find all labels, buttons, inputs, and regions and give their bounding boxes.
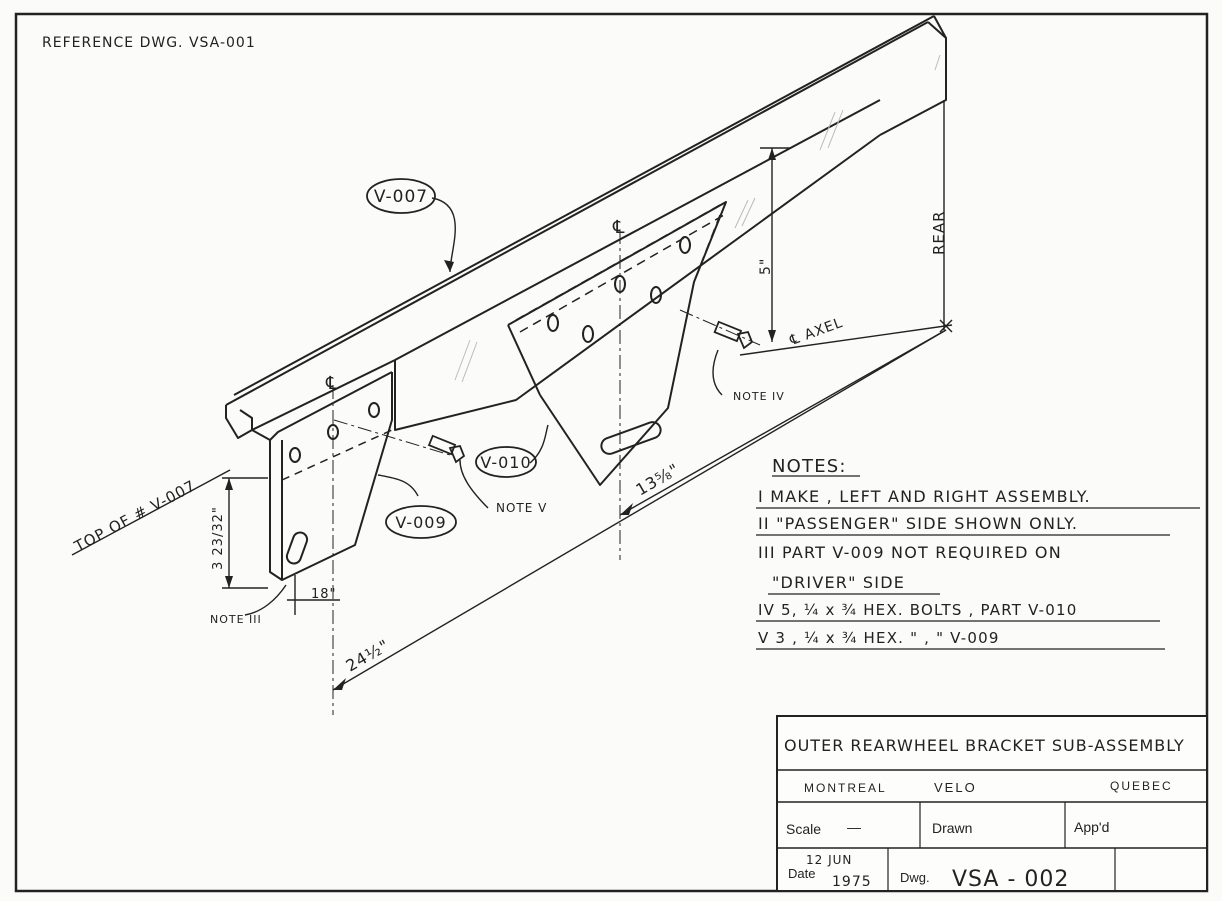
scale-label: Scale xyxy=(786,821,821,837)
leader-lines xyxy=(244,197,723,616)
note-item-1: I MAKE , LEFT AND RIGHT ASSEMBLY. xyxy=(758,487,1091,506)
label-note-iv: NOTE IV xyxy=(733,390,785,403)
notes-block: NOTES: I MAKE , LEFT AND RIGHT ASSEMBLY.… xyxy=(756,456,1200,650)
hidden-lines-v009 xyxy=(281,429,393,481)
drawn-label: Drawn xyxy=(932,820,972,836)
note-item-4: "DRIVER" SIDE xyxy=(772,573,905,592)
bracket-v010 xyxy=(507,201,727,486)
centerline-mark-2: ℄ xyxy=(612,217,626,238)
note-item-6: V 3 , ¼ x ¾ HEX. " , " V-009 xyxy=(758,629,1000,647)
dim-3-23-32: 3 23/32" xyxy=(211,506,226,570)
label-v009: V-009 xyxy=(395,513,446,532)
note-item-3: III PART V-009 NOT REQUIRED ON xyxy=(758,543,1062,562)
channel-v007 xyxy=(225,15,947,441)
bolt-note-iv xyxy=(713,320,754,350)
dimension-lines xyxy=(71,100,953,691)
sheet-border xyxy=(14,12,1209,893)
title-text: OUTER REARWHEEL BRACKET SUB-ASSEMBLY xyxy=(784,736,1185,755)
reference-text: REFERENCE DWG. VSA-001 xyxy=(42,35,256,51)
hidden-lines-v010 xyxy=(515,204,725,333)
bolt-note-v xyxy=(427,434,466,464)
center-lines xyxy=(332,230,761,715)
date-year: 1975 xyxy=(832,874,872,890)
notes-heading: NOTES: xyxy=(772,456,847,477)
title-company: VELO xyxy=(934,780,977,795)
scale-value: — xyxy=(847,819,861,835)
bubble-v009 xyxy=(385,505,457,539)
label-note-iii: NOTE III xyxy=(210,613,262,626)
dimension-arrows xyxy=(225,148,776,690)
bracket-v009 xyxy=(269,371,393,581)
date-day: 12 JUN xyxy=(806,853,852,867)
label-rear: REAR xyxy=(930,210,948,255)
centerline-mark-1: ℄ xyxy=(325,373,339,394)
title-city: MONTREAL xyxy=(804,781,887,795)
note-item-2: II "PASSENGER" SIDE SHOWN ONLY. xyxy=(758,514,1078,533)
appd-label: App'd xyxy=(1074,819,1109,835)
note-item-5: IV 5, ¼ x ¾ HEX. BOLTS , PART V-010 xyxy=(758,601,1078,619)
label-top-of-v007: TOP OF # V-007 xyxy=(71,476,199,556)
dwg-label: Dwg. xyxy=(900,870,930,885)
dim-18: 18" xyxy=(311,587,337,602)
dim-5: 5" xyxy=(758,258,774,275)
shading xyxy=(454,54,941,383)
date-label: Date xyxy=(788,866,815,881)
bubble-v007 xyxy=(366,178,436,214)
bubble-v010 xyxy=(475,446,537,478)
title-province: QUEBEC xyxy=(1110,779,1173,793)
label-note-v: NOTE V xyxy=(496,501,547,515)
title-block: OUTER REARWHEEL BRACKET SUB-ASSEMBLY MON… xyxy=(776,715,1208,892)
label-v010: V-010 xyxy=(480,453,531,472)
label-v007: V-007 xyxy=(374,187,428,207)
dwg-number: VSA - 002 xyxy=(952,867,1069,892)
